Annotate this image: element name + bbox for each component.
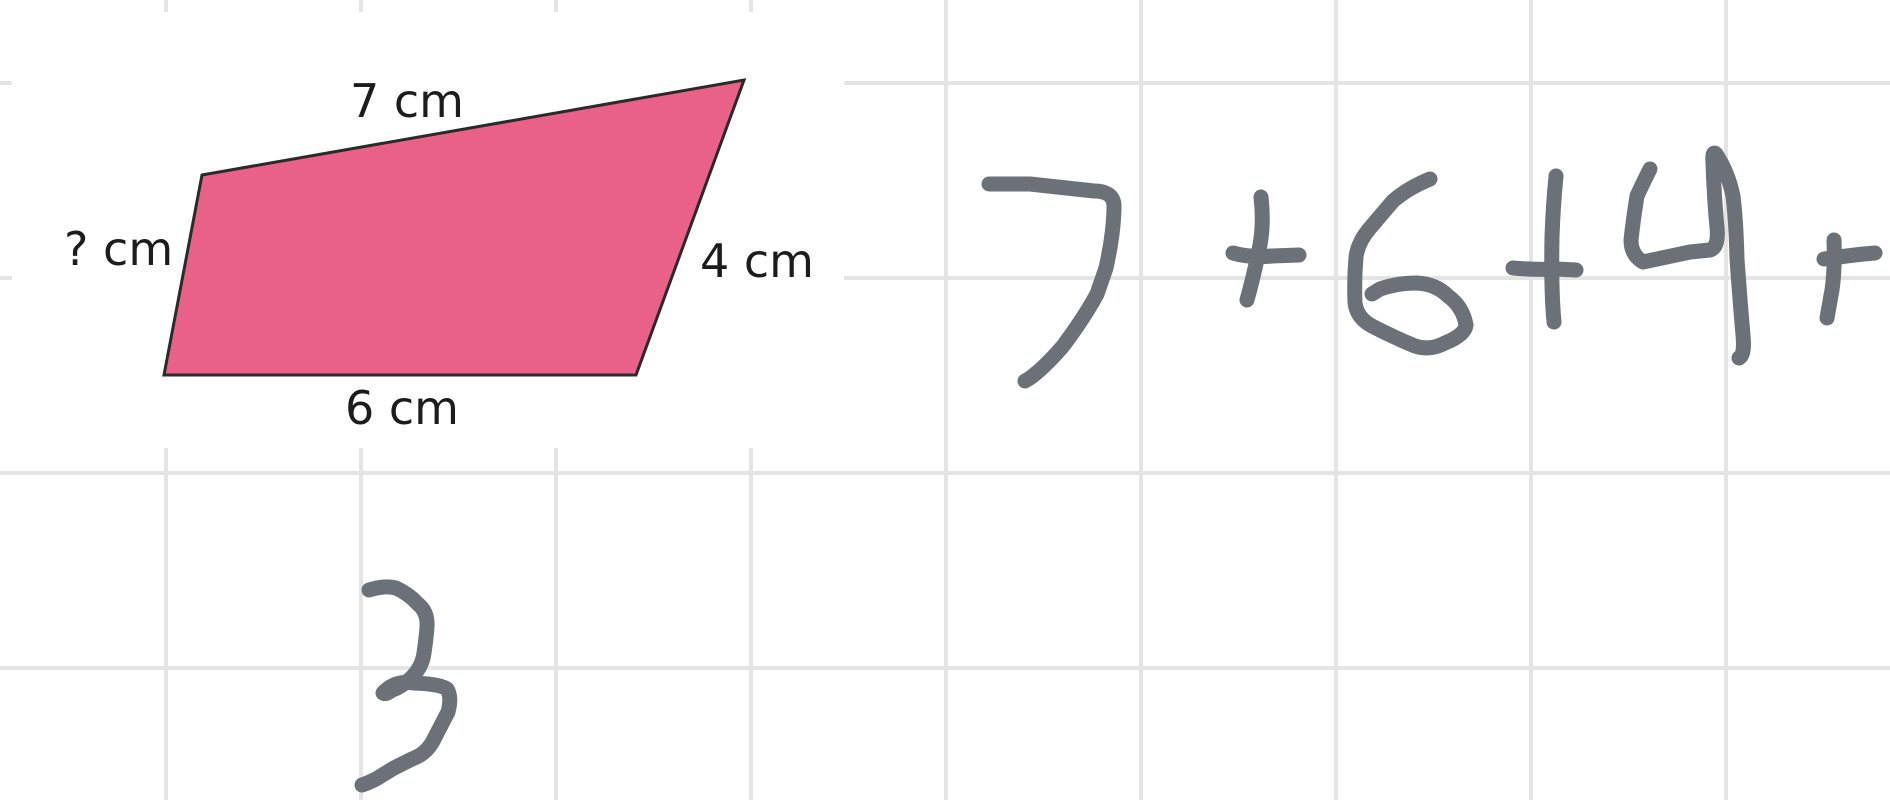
handwritten-plus-2 [1505,168,1584,330]
side-label-right: 4 cm [700,234,814,288]
handwritten-digit-7 [981,176,1122,389]
handwritten-digit-6 [1347,171,1474,356]
quadrilateral-shape [162,78,747,377]
side-label-left: ? cm [64,222,174,276]
side-label-bottom: 6 cm [345,381,459,435]
handwritten-plus-3 [1816,232,1883,326]
handwritten-answer-3 [354,579,458,793]
handwritten-digit-4 [1623,145,1751,366]
quadrilateral-figure [162,78,747,377]
handwritten-plus-1 [1225,189,1307,308]
figure-card[interactable]: 7 cm ? cm 4 cm 6 cm [12,12,844,448]
side-label-top: 7 cm [350,74,464,128]
